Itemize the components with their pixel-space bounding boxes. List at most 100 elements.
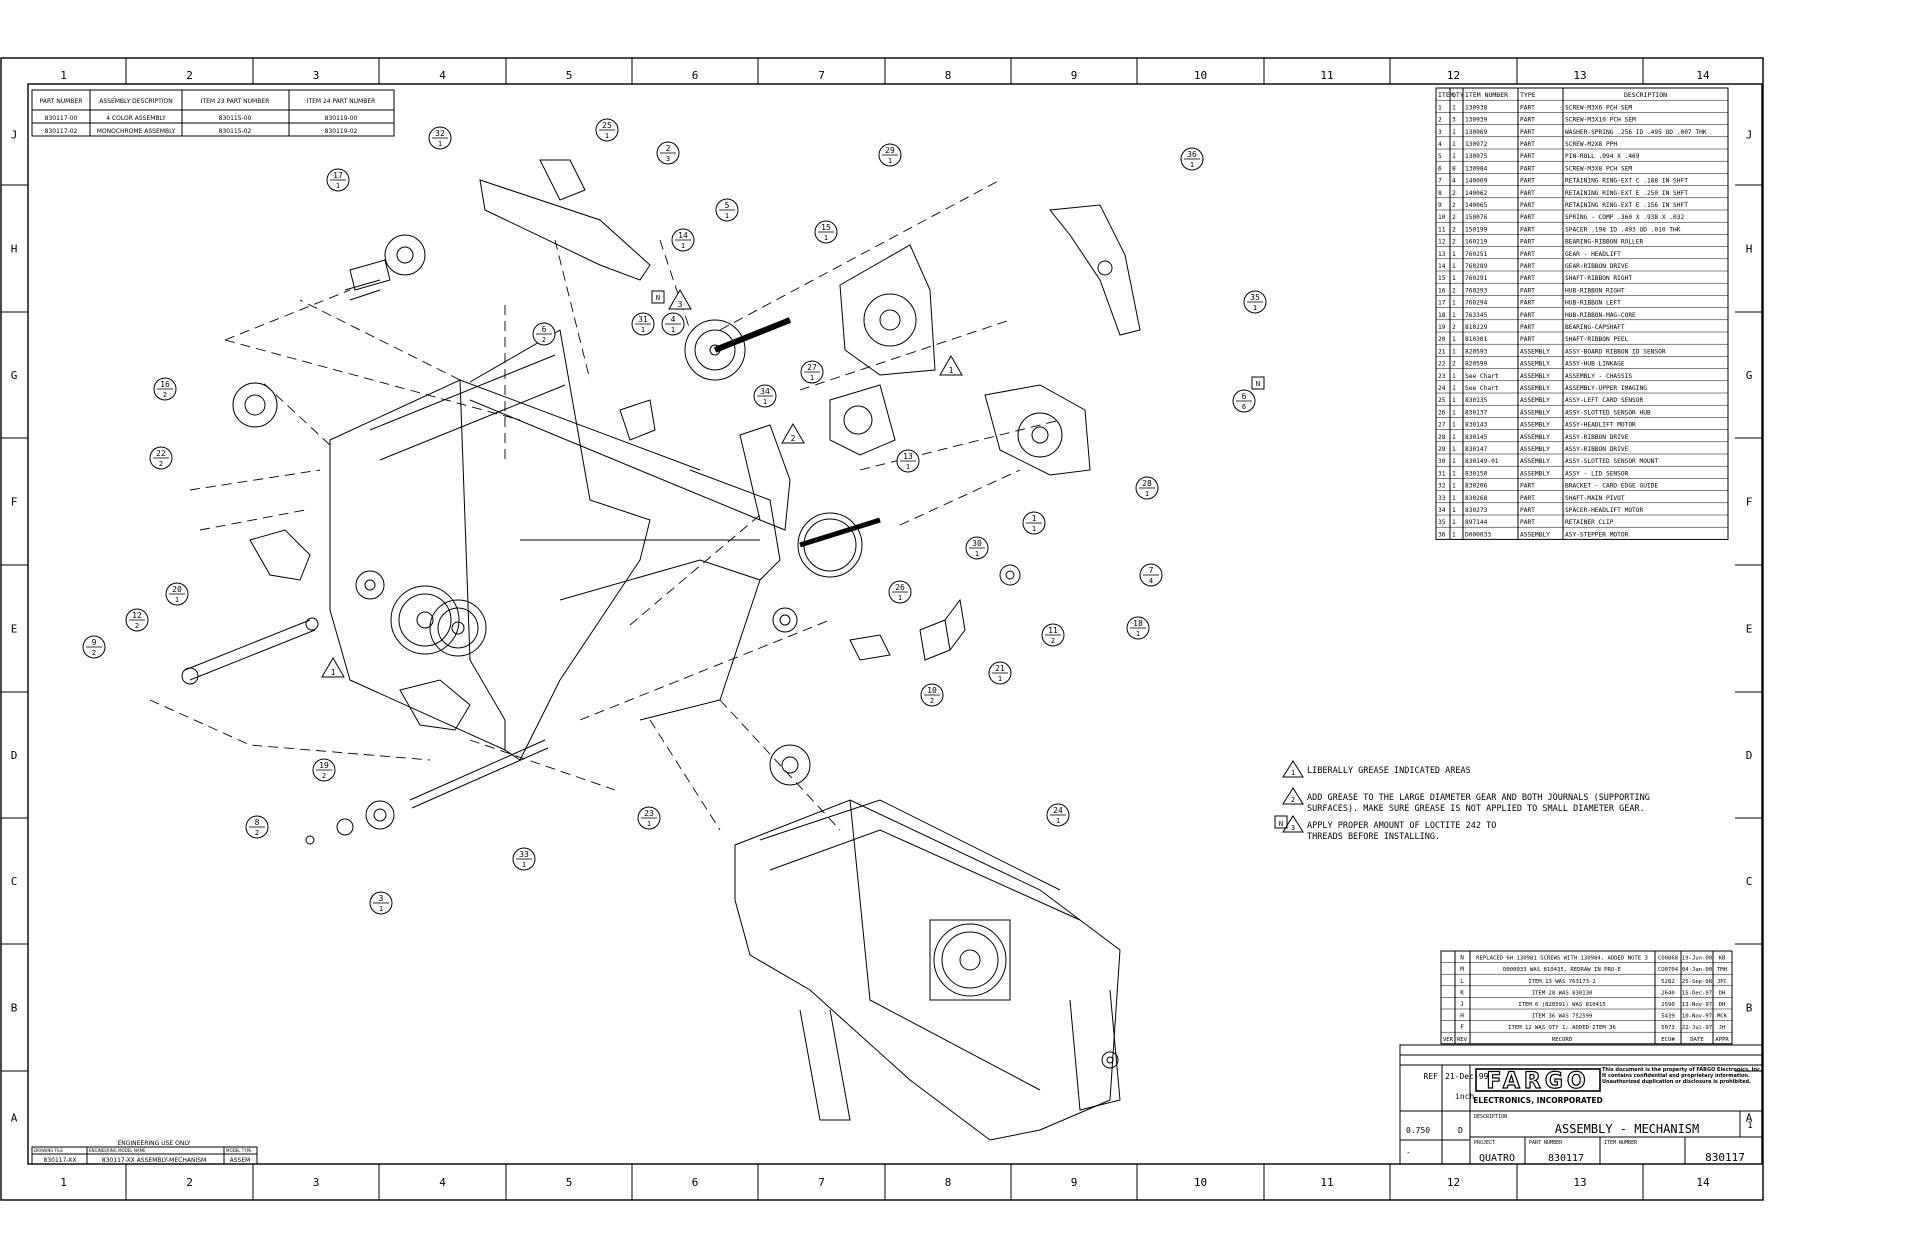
- hub-ribbon-mag: [769, 744, 811, 786]
- bom-cell: PART: [1520, 263, 1535, 270]
- rev-description: REPLACED 6H 130981 SCREWS WITH 130984, A…: [1476, 956, 1648, 962]
- svg-text:30: 30: [972, 539, 982, 548]
- svg-text:23: 23: [644, 809, 654, 818]
- balloon-item-13: 131: [896, 449, 920, 473]
- bom-cell: PART: [1520, 507, 1535, 514]
- bom-cell: 760289: [1465, 263, 1488, 270]
- bom-cell: 34: [1438, 507, 1446, 514]
- rev-letter: N: [1460, 955, 1464, 962]
- bom-cell: ASSY-SLOTTED SENSOR HUB: [1565, 409, 1651, 416]
- bom-header: ITEM: [1438, 91, 1454, 99]
- rev-footer: ECO#: [1661, 1037, 1675, 1043]
- bom-cell: SHAFT-MAIN PIVOT: [1565, 495, 1625, 502]
- bom-cell: ASSEMBLY-UPPER IMAGING: [1565, 385, 1647, 392]
- svg-text:2: 2: [255, 829, 259, 837]
- rev-description: ITEM 28 WAS 830130: [1532, 990, 1593, 996]
- svg-text:15: 15: [821, 223, 831, 232]
- frame-col-label-top: 8: [945, 69, 952, 82]
- pn-header-2: ITEM 23 PART NUMBER: [201, 98, 270, 105]
- bom-cell: 11: [1438, 226, 1446, 233]
- frame-col-label-bottom: 12: [1447, 1176, 1460, 1189]
- frame-row-label-right: H: [1746, 243, 1753, 256]
- bom-cell: ASSY-RIBBON DRIVE: [1565, 434, 1629, 441]
- bom-cell: PART: [1520, 141, 1535, 148]
- svg-text:12: 12: [132, 611, 142, 620]
- bom-cell: SCREW-M2X8 PPH: [1565, 141, 1617, 148]
- bom-cell: 2: [1452, 324, 1456, 331]
- bom-cell: 6: [1438, 165, 1442, 172]
- svg-text:1: 1: [641, 326, 645, 334]
- svg-text:22: 22: [156, 449, 166, 458]
- gear-large-left: [390, 585, 460, 655]
- balloon-item-36: 361: [1180, 147, 1204, 171]
- bom-cell: 130972: [1465, 141, 1488, 148]
- bom-cell: 9: [1438, 202, 1442, 209]
- bom-cell: 2: [1452, 226, 1456, 233]
- bom-cell: ASSY-HUB LINKAGE: [1565, 361, 1625, 368]
- note-triangle-flag: 3: [668, 289, 692, 310]
- frame-col-label-top: 6: [692, 69, 699, 82]
- bom-cell: 7: [1438, 178, 1442, 185]
- rev-eco: CO0704: [1658, 967, 1679, 973]
- svg-text:26: 26: [895, 583, 905, 592]
- bom-cell: 830135: [1465, 397, 1488, 404]
- rev-footer: REV: [1457, 1037, 1468, 1043]
- rev-eco: 2590: [1661, 1002, 1674, 1008]
- frame-col-label-bottom: 9: [1071, 1176, 1078, 1189]
- project: QUATRO: [1479, 1153, 1515, 1164]
- pn-cell: 4 COLOR ASSEMBLY: [106, 115, 166, 122]
- bom-cell: PART: [1520, 165, 1535, 172]
- lid-sensor: [619, 399, 656, 441]
- bom-cell: 12: [1438, 239, 1446, 246]
- balloon-item-21: 211: [988, 661, 1012, 685]
- exploded-assembly-drawing: [149, 159, 1141, 1141]
- rev-footer: APPR: [1715, 1037, 1729, 1043]
- units: inch: [1455, 1092, 1474, 1101]
- bom-cell: See Chart: [1465, 373, 1499, 380]
- item-number-label: ITEM NUMBER: [1604, 1140, 1638, 1146]
- bom-cell: ASSEMBLY: [1520, 409, 1550, 416]
- rev-eco: 5282: [1661, 979, 1674, 985]
- balloon-item-17: 171: [326, 168, 350, 192]
- note-triangle-flag: 2: [781, 423, 805, 444]
- bom-cell: 29: [1438, 446, 1446, 453]
- svg-text:2: 2: [135, 622, 139, 630]
- rev-description: ITEM 12 WAS QTY 1; ADDED ITEM 36: [1508, 1025, 1616, 1031]
- svg-text:14: 14: [678, 231, 688, 240]
- project-label: PROJECT: [1474, 1140, 1495, 1146]
- notes: 1 LIBERALLY GREASE INDICATED AREAS 2 ADD…: [1274, 760, 1650, 842]
- chassis-top-rails: [369, 354, 761, 541]
- bom-cell: 1: [1452, 300, 1456, 307]
- balloon-item-29: 291: [878, 143, 902, 167]
- bom-cell: 35: [1438, 519, 1446, 526]
- balloon-item-28: 281: [1135, 476, 1159, 500]
- bom-cell: 1: [1452, 458, 1456, 465]
- svg-text:1: 1: [671, 326, 675, 334]
- svg-text:17: 17: [333, 171, 343, 180]
- bom-cell: WASHER-SPRING .256 ID .495 OD .007 THK: [1565, 129, 1707, 136]
- bom-cell: 21: [1438, 348, 1446, 355]
- svg-text:34: 34: [760, 387, 770, 396]
- bom-cell: 760291: [1465, 275, 1488, 282]
- pn-header-0: PART NUMBER: [40, 98, 83, 105]
- rev-approver: MCK: [1717, 1014, 1728, 1020]
- bom-cell: 15: [1438, 275, 1446, 282]
- note-3-line-2: THREADS BEFORE INSTALLING.: [1307, 832, 1440, 842]
- stepper-motor-bracket: [1049, 204, 1141, 336]
- svg-text:13: 13: [903, 452, 913, 461]
- svg-text:1: 1: [647, 820, 651, 828]
- svg-text:1: 1: [906, 463, 910, 471]
- svg-text:35: 35: [1250, 293, 1260, 302]
- svg-text:2: 2: [791, 434, 796, 443]
- bom-cell: PART: [1520, 153, 1535, 160]
- bom-cell: 36: [1438, 531, 1446, 538]
- note-3-line-1: APPLY PROPER AMOUNT OF LOCTITE 242 TO: [1307, 821, 1496, 831]
- rev-date: 04-Jan-00: [1682, 967, 1712, 973]
- svg-text:830117-XX: 830117-XX: [44, 1157, 77, 1164]
- bom-cell: BEARING-CAPSHAFT: [1565, 324, 1625, 331]
- svg-text:ASSEM: ASSEM: [230, 1157, 251, 1164]
- hub-ribbon-right: [232, 382, 278, 428]
- bom-cell: PART: [1520, 300, 1535, 307]
